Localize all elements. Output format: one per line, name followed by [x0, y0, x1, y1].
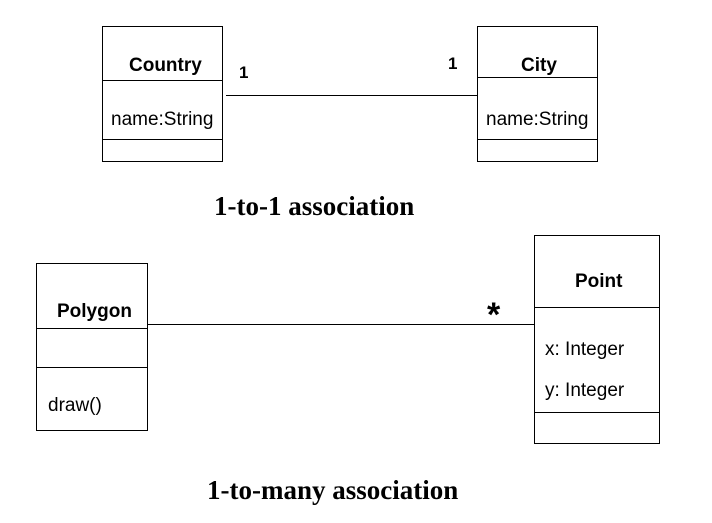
point-class-name: Point — [575, 271, 623, 292]
country-name-divider — [102, 80, 223, 81]
point-name-divider — [534, 307, 660, 308]
one-to-many-caption: 1-to-many association — [207, 475, 459, 505]
polygon-operation: draw() — [48, 395, 102, 416]
city-class-box — [477, 26, 598, 162]
city-attribute-divider — [477, 139, 598, 140]
country-attribute-divider — [102, 139, 223, 140]
point-multiplicity: * — [487, 296, 501, 334]
city-multiplicity: 1 — [448, 54, 458, 73]
city-attribute: name:String — [486, 109, 589, 130]
point-attribute-y: y: Integer — [545, 380, 625, 401]
one-to-one-caption: 1-to-1 association — [214, 191, 415, 221]
polygon-class-box — [36, 263, 148, 431]
point-attribute-x: x: Integer — [545, 339, 625, 360]
country-class-box — [102, 26, 223, 162]
city-class-name: City — [521, 55, 557, 76]
point-class-box — [534, 235, 660, 444]
polygon-class-name: Polygon — [57, 301, 132, 322]
city-name-divider — [477, 77, 598, 78]
polygon-name-divider — [36, 328, 148, 329]
polygon-attribute-divider — [36, 367, 148, 368]
country-attribute: name:String — [111, 109, 214, 130]
point-attribute-divider — [534, 412, 660, 413]
country-class-name: Country — [129, 55, 202, 76]
polygon-point-association-line — [148, 324, 534, 325]
country-multiplicity: 1 — [239, 63, 249, 82]
country-city-association-line — [226, 95, 477, 96]
